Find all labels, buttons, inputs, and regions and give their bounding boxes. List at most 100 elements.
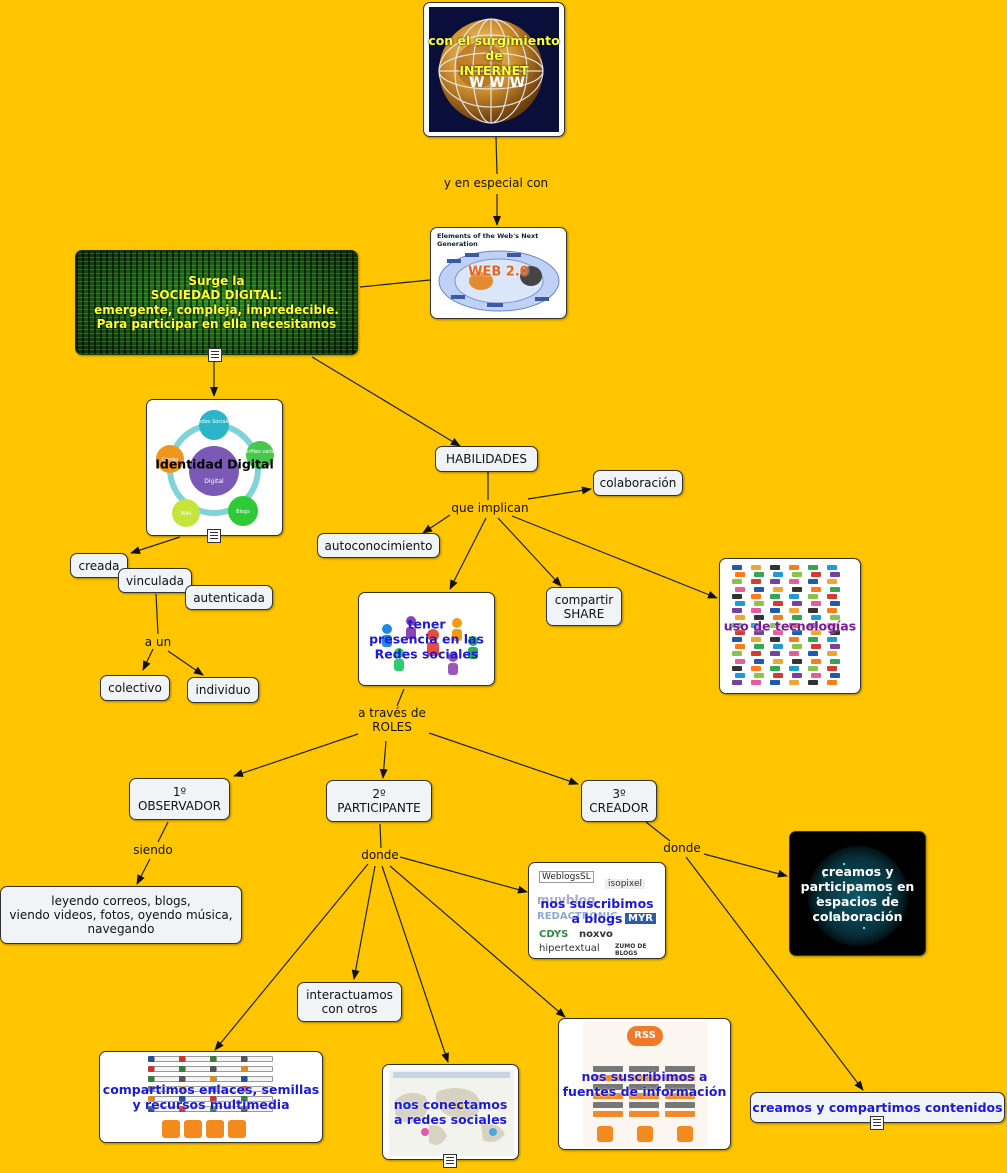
rss-row-button xyxy=(593,1066,623,1072)
feed-button xyxy=(241,1066,273,1072)
logo-tile xyxy=(789,622,799,628)
logo-tile xyxy=(732,665,742,671)
logo-tile xyxy=(830,615,840,621)
uso-tecnologias-image[interactable]: uso de tecnologías xyxy=(719,558,861,694)
redes-caption: nos conectamos a redes sociales xyxy=(393,1097,508,1127)
logo-tile xyxy=(773,601,783,606)
logo-tile xyxy=(830,644,840,650)
node-autoconocimiento[interactable]: autoconocimiento xyxy=(317,533,440,558)
rss-icons xyxy=(597,1126,693,1142)
logo-tile xyxy=(751,665,761,671)
link-donde-creador: donde xyxy=(663,841,701,855)
compartimos-enlaces-image[interactable]: compartimos enlaces, semillas y recursos… xyxy=(99,1051,323,1143)
note-icon[interactable] xyxy=(207,529,221,543)
link-y-en-especial: y en especial con xyxy=(443,176,549,190)
tener-presencia-caption: tener presencia en las Redes sociales xyxy=(369,616,484,662)
logo-tile xyxy=(789,593,799,599)
feed-button xyxy=(148,1056,180,1062)
note-icon[interactable] xyxy=(870,1116,884,1130)
node-compartir-share[interactable]: compartir SHARE xyxy=(546,587,622,626)
logo-tile xyxy=(732,637,742,642)
logo-tile xyxy=(808,579,818,585)
rss-row-button xyxy=(593,1111,623,1117)
logo-tile xyxy=(827,622,837,628)
blog-logo: muyblog xyxy=(537,893,596,907)
feed-button xyxy=(179,1066,211,1072)
logo-tile xyxy=(732,579,742,585)
blogs-caption: nos suscribimos a blogs xyxy=(540,895,654,926)
logo-tile xyxy=(827,565,837,570)
node-interactuamos[interactable]: interactuamos con otros xyxy=(297,982,402,1022)
feed-button xyxy=(241,1086,273,1092)
logo-tile xyxy=(770,651,780,657)
espacios-colaboracion-image[interactable]: creamos y participamos en espacios de co… xyxy=(789,831,926,956)
blogs-image[interactable]: WeblogsSL isopixel muyblog REDACTRONIC C… xyxy=(528,862,666,959)
tener-presencia-image[interactable]: tener presencia en las Redes sociales xyxy=(358,592,495,686)
note-icon[interactable] xyxy=(208,348,222,362)
logo-tile xyxy=(735,644,745,650)
feed-button xyxy=(241,1096,273,1102)
logo-tile xyxy=(789,651,799,657)
logo-tile xyxy=(770,593,780,599)
rss-badge: RSS xyxy=(627,1026,663,1046)
logo-tile xyxy=(808,565,818,570)
logo-tile xyxy=(751,593,761,599)
node-habilidades[interactable]: HABILIDADES xyxy=(435,446,538,472)
node-leyendo[interactable]: leyendo correos, blogs, viendo videos, f… xyxy=(0,886,242,944)
logo-tile xyxy=(789,665,799,671)
logo-tile xyxy=(811,615,821,621)
logo-tile xyxy=(754,644,764,650)
logo-tile xyxy=(751,637,761,642)
logo-tile xyxy=(754,572,764,578)
rss-row-button xyxy=(629,1102,659,1108)
logo-tile xyxy=(773,615,783,621)
blog-logo: hipertextual xyxy=(539,943,600,954)
logo-tile xyxy=(811,629,821,635)
logo-tile xyxy=(773,586,783,592)
logo-tile xyxy=(789,579,799,585)
node-vinculada[interactable]: vinculada xyxy=(118,568,192,593)
logo-tile xyxy=(792,586,802,592)
rss-row-button xyxy=(593,1102,623,1108)
logo-tile xyxy=(792,615,802,621)
node-individuo[interactable]: individuo xyxy=(187,677,259,703)
logo-tile xyxy=(792,572,802,578)
logo-tile xyxy=(732,680,742,686)
rss-row-button xyxy=(665,1075,695,1081)
redes-sociales-map-image[interactable]: nos conectamos a redes sociales xyxy=(382,1064,519,1160)
internet-caption: con el surgimiento de INTERNET xyxy=(428,33,560,78)
logo-tile xyxy=(773,673,783,678)
link-a-un: a un xyxy=(144,635,172,649)
feed-button xyxy=(210,1106,242,1112)
node-creador[interactable]: 3º CREADOR xyxy=(581,780,657,822)
logo-tile xyxy=(811,658,821,664)
feed-button xyxy=(148,1066,180,1072)
rss-row-button xyxy=(665,1066,695,1072)
rss-row-button xyxy=(665,1111,695,1117)
people-network-icon xyxy=(382,616,478,675)
rss-row-button xyxy=(593,1084,623,1090)
logo-tile xyxy=(811,572,821,578)
link-donde-participante: donde xyxy=(361,848,399,862)
rss-row-button xyxy=(629,1093,659,1099)
fuentes-informacion-image[interactable]: RSS nos suscribimos a fuentes de informa… xyxy=(558,1018,731,1150)
logo-tile xyxy=(789,680,799,686)
logo-tile xyxy=(770,622,780,628)
internet-globe-image[interactable]: W W W con el surgimiento de INTERNET xyxy=(423,2,565,137)
note-icon[interactable] xyxy=(443,1154,457,1168)
node-autenticada[interactable]: autenticada xyxy=(185,585,273,610)
globe-icon: W W W xyxy=(429,7,559,132)
web20-image[interactable]: Elements of the Web's Next Generation WE… xyxy=(430,227,567,319)
ring-label: Correo xyxy=(162,457,179,463)
fuentes-caption: nos suscribimos a fuentes de información xyxy=(562,1069,727,1099)
rss-row-button xyxy=(665,1093,695,1099)
node-colectivo[interactable]: colectivo xyxy=(100,675,170,701)
identidad-digital-image[interactable]: Digital Redes Sociales Perfiles varios B… xyxy=(146,399,283,536)
node-participante[interactable]: 2º PARTICIPANTE xyxy=(326,780,432,822)
feed-button xyxy=(241,1056,273,1062)
node-colaboracion[interactable]: colaboración xyxy=(593,470,683,496)
node-observador[interactable]: 1º OBSERVADOR xyxy=(129,778,230,820)
sociedad-digital-node[interactable]: Surge la SOCIEDAD DIGITAL: emergente, co… xyxy=(75,250,358,355)
logo-tile xyxy=(811,673,821,678)
logo-tile xyxy=(830,673,840,678)
